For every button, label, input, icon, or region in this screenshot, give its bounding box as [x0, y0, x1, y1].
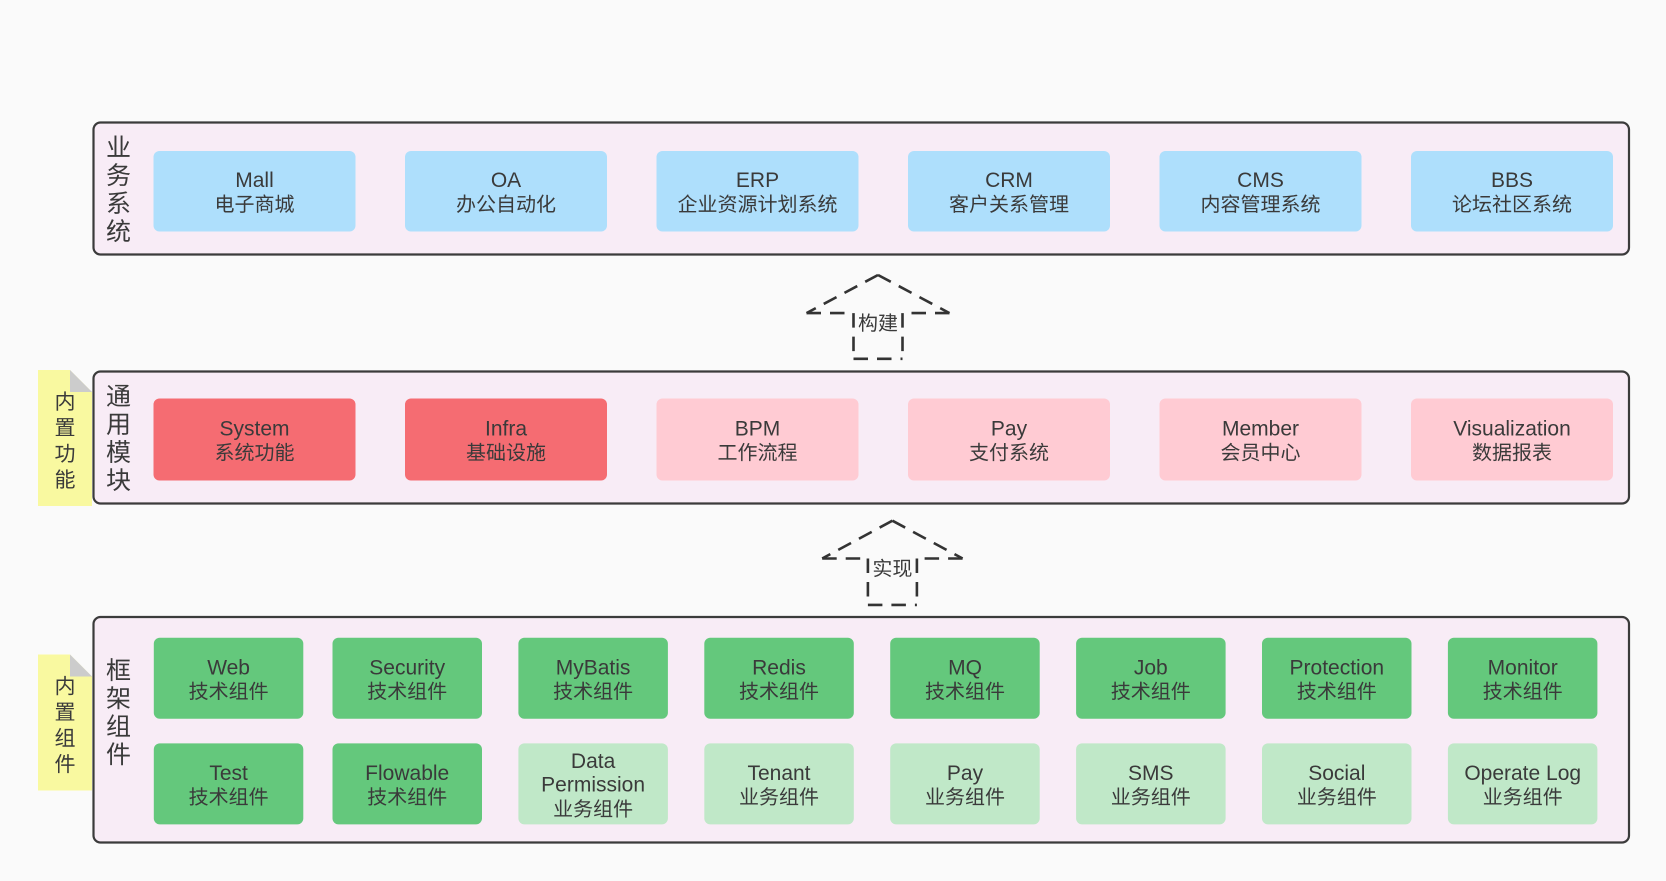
svg-text:Operate Log: Operate Log [1464, 762, 1581, 785]
svg-text:BBS: BBS [1491, 169, 1533, 192]
svg-text:SMS: SMS [1128, 762, 1174, 785]
svg-text:Security: Security [369, 656, 445, 679]
svg-text:BPM: BPM [735, 418, 781, 441]
svg-text:CMS: CMS [1237, 169, 1284, 192]
svg-text:Data: Data [571, 750, 616, 773]
svg-text:Redis: Redis [752, 656, 806, 679]
svg-text:Test: Test [209, 762, 248, 785]
svg-text:ERP: ERP [736, 169, 779, 192]
svg-text:Monitor: Monitor [1488, 656, 1558, 679]
svg-text:Permission: Permission [541, 773, 645, 796]
svg-text:Pay: Pay [947, 762, 984, 785]
svg-text:Job: Job [1134, 656, 1168, 679]
svg-text:Mall: Mall [235, 169, 274, 192]
svg-text:Flowable: Flowable [365, 762, 449, 785]
svg-text:System: System [219, 418, 289, 441]
svg-text:Tenant: Tenant [747, 762, 810, 785]
svg-text:Social: Social [1308, 762, 1365, 785]
svg-text:Web: Web [207, 656, 250, 679]
svg-text:Pay: Pay [991, 418, 1028, 441]
svg-text:MQ: MQ [948, 656, 982, 679]
svg-text:CRM: CRM [985, 169, 1033, 192]
svg-text:Visualization: Visualization [1453, 418, 1571, 441]
svg-text:Member: Member [1222, 418, 1299, 441]
svg-text:OA: OA [491, 169, 521, 192]
svg-text:Protection: Protection [1290, 656, 1385, 679]
svg-text:Infra: Infra [485, 418, 527, 441]
svg-text:MyBatis: MyBatis [556, 656, 631, 679]
